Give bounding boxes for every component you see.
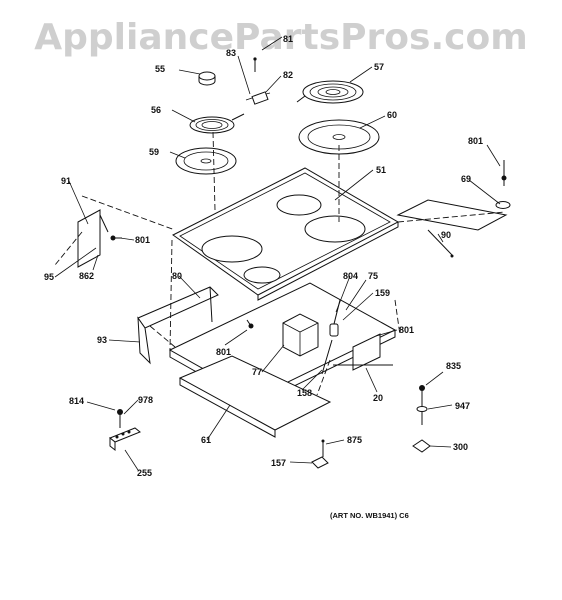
part-81-screw [253, 57, 257, 72]
callout-875: 875 [347, 435, 362, 445]
callout-157: 157 [271, 458, 286, 468]
callout-801-box: 801 [399, 325, 414, 335]
callout-83: 83 [226, 48, 236, 58]
part-835-leveling-leg [419, 385, 425, 425]
part-801-screw-center [246, 319, 254, 329]
callout-835: 835 [446, 361, 461, 371]
callout-158: 158 [297, 388, 312, 398]
callout-82: 82 [283, 70, 293, 80]
callout-159: 159 [375, 288, 390, 298]
callout-255: 255 [137, 468, 152, 478]
callout-69: 69 [461, 174, 471, 184]
callout-59: 59 [149, 147, 159, 157]
part-947-washer [416, 406, 428, 412]
callout-862: 862 [79, 271, 94, 281]
callout-801-center: 801 [216, 347, 231, 357]
callout-300: 300 [453, 442, 468, 452]
part-159-connector [329, 299, 341, 337]
part-158-wire [321, 339, 333, 375]
callout-93: 93 [97, 335, 107, 345]
callout-56: 56 [151, 105, 161, 115]
callout-61: 61 [201, 435, 211, 445]
part-59-small-drip-pan [175, 147, 237, 175]
callout-55: 55 [155, 64, 165, 74]
callout-57: 57 [374, 62, 384, 72]
callout-801-left: 801 [135, 235, 150, 245]
callout-947: 947 [455, 401, 470, 411]
part-95-side-bracket [77, 209, 109, 268]
art-number: (ART NO. WB1941) C6 [330, 511, 409, 520]
leader-lines [54, 36, 501, 471]
callout-978: 978 [138, 395, 153, 405]
callout-labels: 55 83 81 82 57 56 60 59 51 801 69 91 801… [44, 34, 483, 478]
callout-60: 60 [387, 110, 397, 120]
callout-90: 90 [441, 230, 451, 240]
part-61-bottom-tray [178, 355, 332, 438]
callout-51: 51 [376, 165, 386, 175]
part-51-cooktop [172, 167, 400, 301]
callout-81: 81 [283, 34, 293, 44]
callout-804: 804 [343, 271, 358, 281]
callout-95: 95 [44, 272, 54, 282]
callout-80: 80 [172, 271, 182, 281]
callout-20: 20 [373, 393, 383, 403]
part-814-screw [117, 409, 123, 428]
part-56-small-element [189, 113, 245, 134]
callout-814: 814 [69, 396, 84, 406]
callout-91: 91 [61, 176, 71, 186]
callout-801-right: 801 [468, 136, 483, 146]
callout-75: 75 [368, 271, 378, 281]
callout-77: 77 [252, 367, 262, 377]
part-77-switch [282, 313, 319, 357]
part-20-bracket [333, 333, 393, 371]
part-57-large-element [296, 80, 364, 104]
part-255-terminal-block [109, 427, 141, 452]
part-300-foot [412, 439, 431, 453]
part-82-terminal-block [245, 91, 271, 105]
part-801-screw-right [501, 160, 507, 186]
part-55-knob [198, 71, 216, 86]
part-80-side-panel [137, 286, 219, 365]
assembly-dash-lines [54, 131, 506, 396]
part-875-screw [321, 439, 325, 457]
part-90-bracket [396, 199, 508, 258]
part-157-clip [311, 456, 329, 469]
